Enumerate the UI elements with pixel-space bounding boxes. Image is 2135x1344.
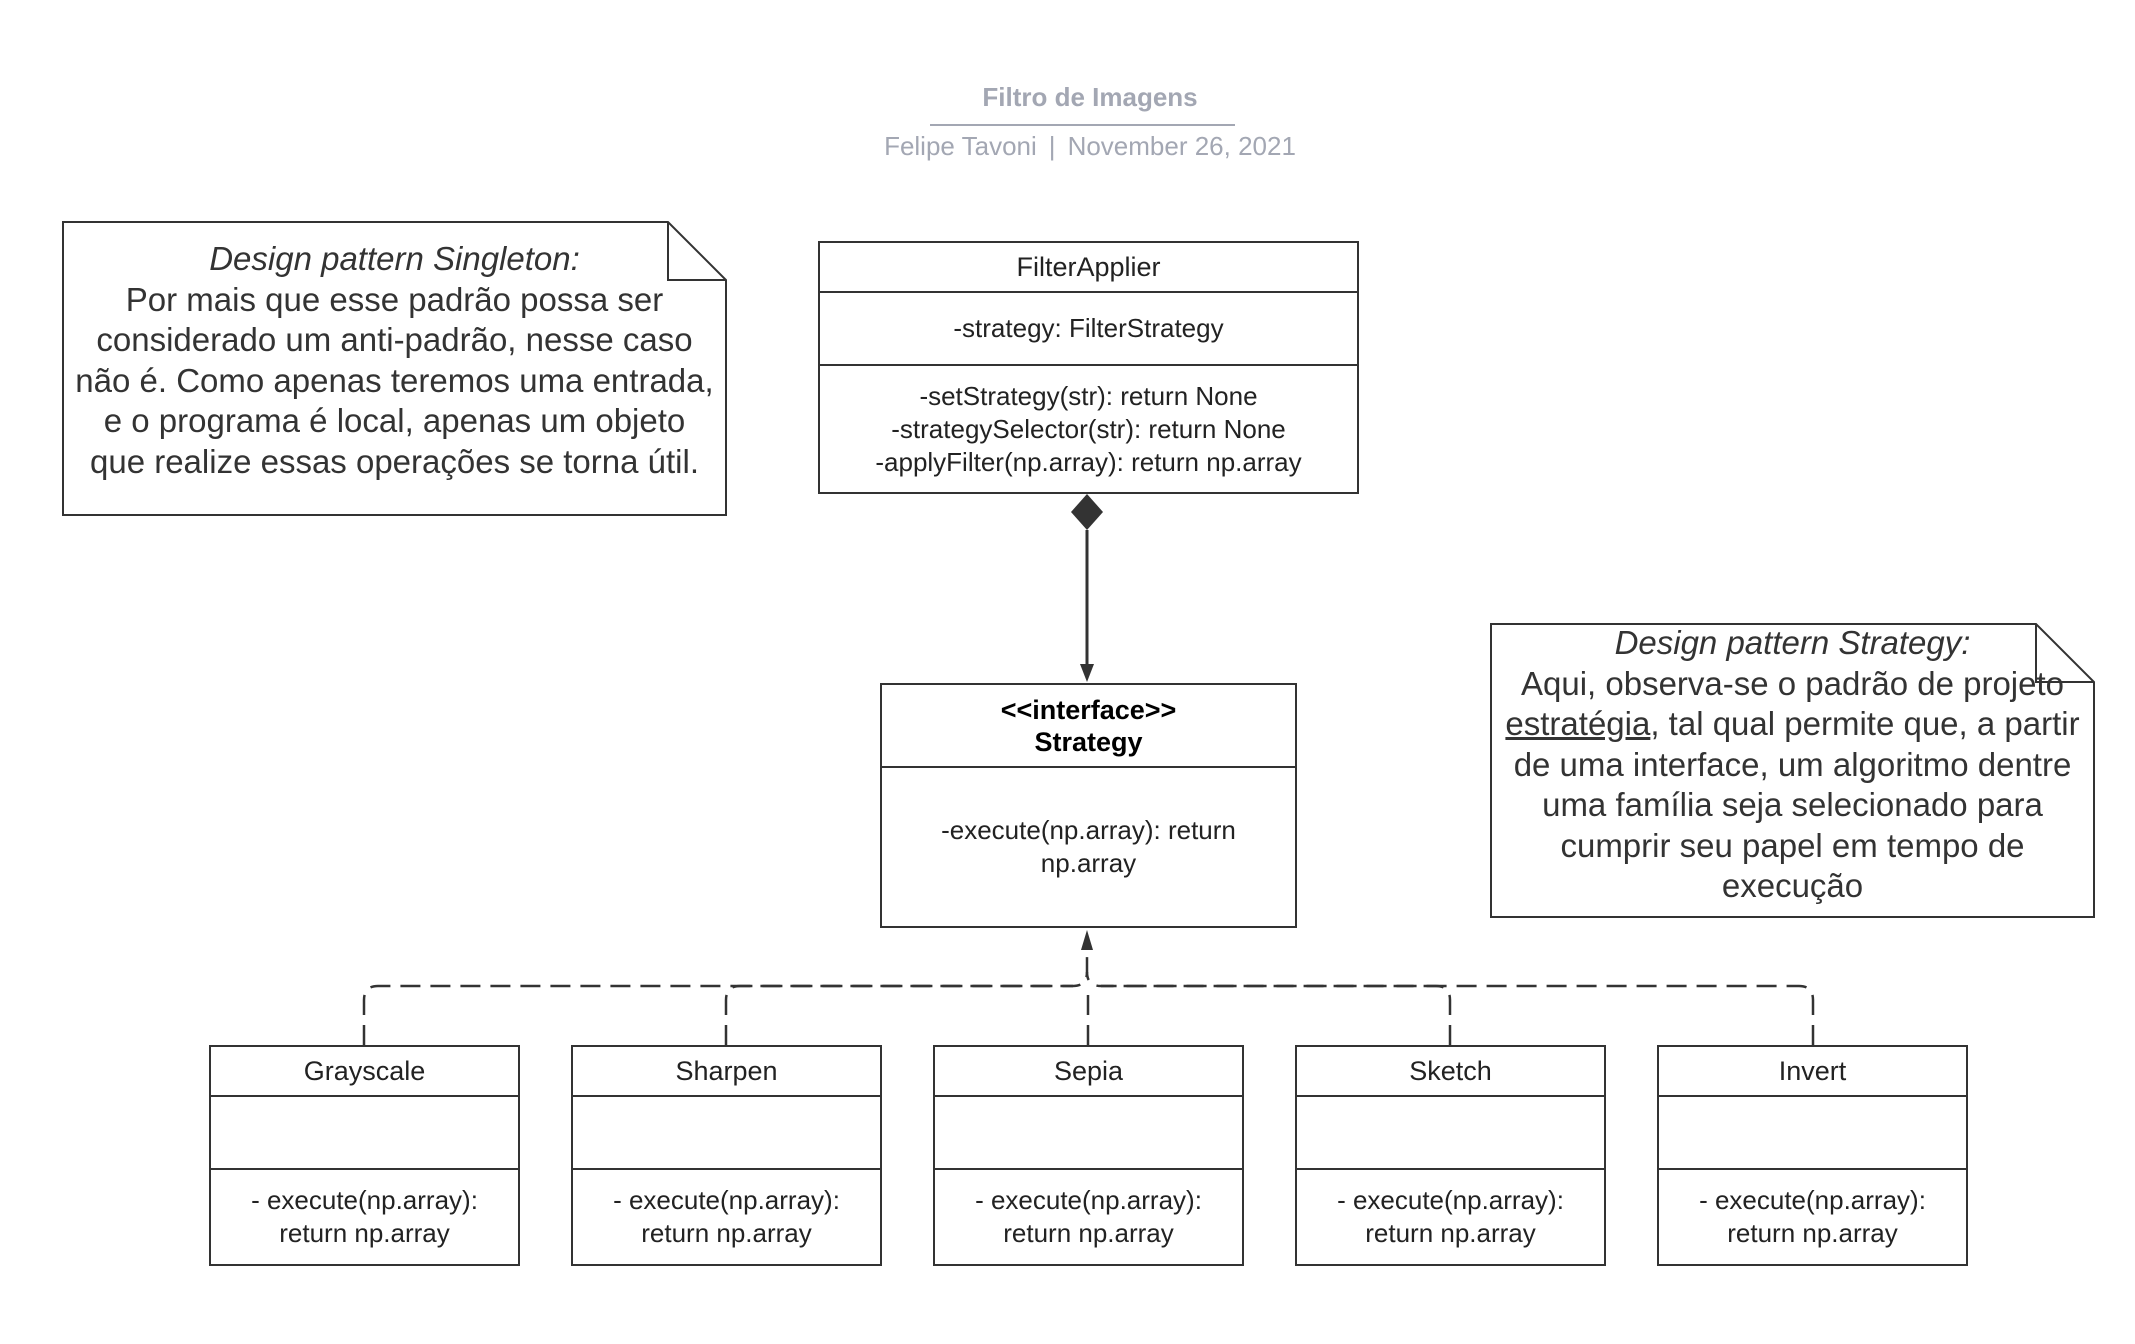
realization-invert [1085, 971, 1815, 1045]
class-name: Grayscale [303, 1056, 426, 1086]
strategy-note-title: Design pattern Strategy: [1614, 624, 1971, 661]
class-attributes [935, 1095, 1242, 1168]
strategy-method-line2: np.array [1040, 848, 1137, 878]
author: Felipe Tavoni [884, 131, 1037, 161]
method-line1: - execute(np.array): [1337, 1185, 1564, 1215]
method-line2: return np.array [279, 1218, 450, 1248]
note-shape [1490, 623, 2095, 918]
note-shape [62, 221, 727, 516]
strategy-method-line1: -execute(np.array): return [941, 815, 1236, 845]
strategy-line: execução [1721, 867, 1864, 904]
singleton-line: que realize essas operações se torna úti… [89, 442, 700, 480]
method-line1: - execute(np.array): [975, 1185, 1202, 1215]
strategy-stereotype: <<interface>> [1000, 694, 1177, 725]
method-line2: return np.array [641, 1218, 812, 1248]
method-apply-filter: -applyFilter(np.array): return np.array [875, 446, 1302, 477]
underlined-term: estratégia [1505, 705, 1651, 742]
class-methods: - execute(np.array): return np.array [1297, 1168, 1604, 1264]
strategy-line: Aqui, observa-se o padrão de projeto [1520, 664, 2065, 702]
subtitle-separator: | [1048, 131, 1056, 161]
strategy-note-text: Design pattern Strategy: Aqui, observa-s… [1490, 623, 2095, 907]
method-strategy-selector: -strategySelector(str): return None [891, 413, 1286, 444]
class-attributes [573, 1095, 880, 1168]
class-name: Sepia [1053, 1056, 1124, 1086]
strategy-line-rest: , tal qual permite que, a partir [1650, 705, 2080, 742]
date: November 26, 2021 [1067, 131, 1296, 161]
filter-applier-class[interactable]: FilterApplier -strategy: FilterStrategy … [818, 241, 1359, 494]
class-attributes [211, 1095, 518, 1168]
singleton-line: Por mais que esse padrão possa ser [125, 280, 664, 318]
class-name: Invert [1778, 1056, 1847, 1086]
method-line1: - execute(np.array): [613, 1185, 840, 1215]
class-methods: - execute(np.array): return np.array [211, 1168, 518, 1264]
singleton-line: e o programa é local, apenas um objeto [103, 402, 686, 439]
title-underline [930, 124, 1235, 126]
method-line2: return np.array [1727, 1218, 1898, 1248]
strategy-note[interactable]: Design pattern Strategy: Aqui, observa-s… [1490, 623, 2095, 918]
strategy-line: de uma interface, um algoritmo dentre [1513, 745, 2072, 783]
class-methods: - execute(np.array): return np.array [935, 1168, 1242, 1264]
singleton-note-title: Design pattern Singleton: [209, 240, 580, 277]
realization-sketch [1101, 984, 1452, 1045]
filter-applier-attribute: -strategy: FilterStrategy [820, 291, 1357, 364]
realization-connectors [362, 940, 1815, 1045]
class-attributes [1297, 1095, 1604, 1168]
method-line2: return np.array [1365, 1218, 1536, 1248]
diagram-title: Filtro de Imagens [982, 82, 1198, 112]
realization-sharpen [724, 984, 1073, 1045]
singleton-note-text: Design pattern Singleton: Por mais que e… [62, 239, 727, 482]
class-sepia[interactable]: Sepia - execute(np.array): return np.arr… [933, 1045, 1244, 1266]
strategy-line: cumprir seu papel em tempo de [1560, 826, 2025, 864]
class-sharpen[interactable]: Sharpen - execute(np.array): return np.a… [571, 1045, 882, 1266]
diagram-subtitle: Felipe Tavoni | November 26, 2021 [0, 131, 2135, 162]
method-line1: - execute(np.array): [251, 1185, 478, 1215]
method-set-strategy: -setStrategy(str): return None [919, 380, 1258, 411]
method-line1: - execute(np.array): [1699, 1185, 1926, 1215]
class-invert[interactable]: Invert - execute(np.array): return np.ar… [1657, 1045, 1968, 1266]
class-sketch[interactable]: Sketch - execute(np.array): return np.ar… [1295, 1045, 1606, 1266]
singleton-line: não é. Como apenas teremos uma entrada, [75, 361, 714, 399]
strategy-interface[interactable]: <<interface>> Strategy -execute(np.array… [880, 683, 1297, 928]
singleton-line: considerado um anti-padrão, nesse caso [96, 321, 693, 358]
method-line2: return np.array [1003, 1218, 1174, 1248]
composition-arrowhead [1080, 664, 1094, 682]
strategy-header: <<interface>> Strategy [882, 685, 1295, 766]
realization-arrowhead [1081, 930, 1093, 950]
class-name: Sharpen [675, 1056, 778, 1086]
class-attributes [1659, 1095, 1966, 1168]
class-methods: - execute(np.array): return np.array [573, 1168, 880, 1264]
class-name: Sketch [1409, 1056, 1492, 1086]
composition-diamond [1071, 494, 1103, 530]
strategy-line: estratégia, tal qual permite que, a part… [1490, 704, 2095, 745]
composition-connector [1071, 494, 1103, 682]
strategy-name: Strategy [1034, 726, 1143, 757]
class-grayscale[interactable]: Grayscale - execute(np.array): return np… [209, 1045, 520, 1266]
class-methods: - execute(np.array): return np.array [1659, 1168, 1966, 1264]
singleton-note[interactable]: Design pattern Singleton: Por mais que e… [62, 221, 727, 516]
strategy-line: uma família seja selecionado para [1542, 786, 2043, 823]
filter-applier-name: FilterApplier [1016, 252, 1161, 282]
filter-applier-methods: -setStrategy(str): return None -strategy… [820, 364, 1357, 492]
strategy-methods: -execute(np.array): return np.array [882, 766, 1295, 926]
